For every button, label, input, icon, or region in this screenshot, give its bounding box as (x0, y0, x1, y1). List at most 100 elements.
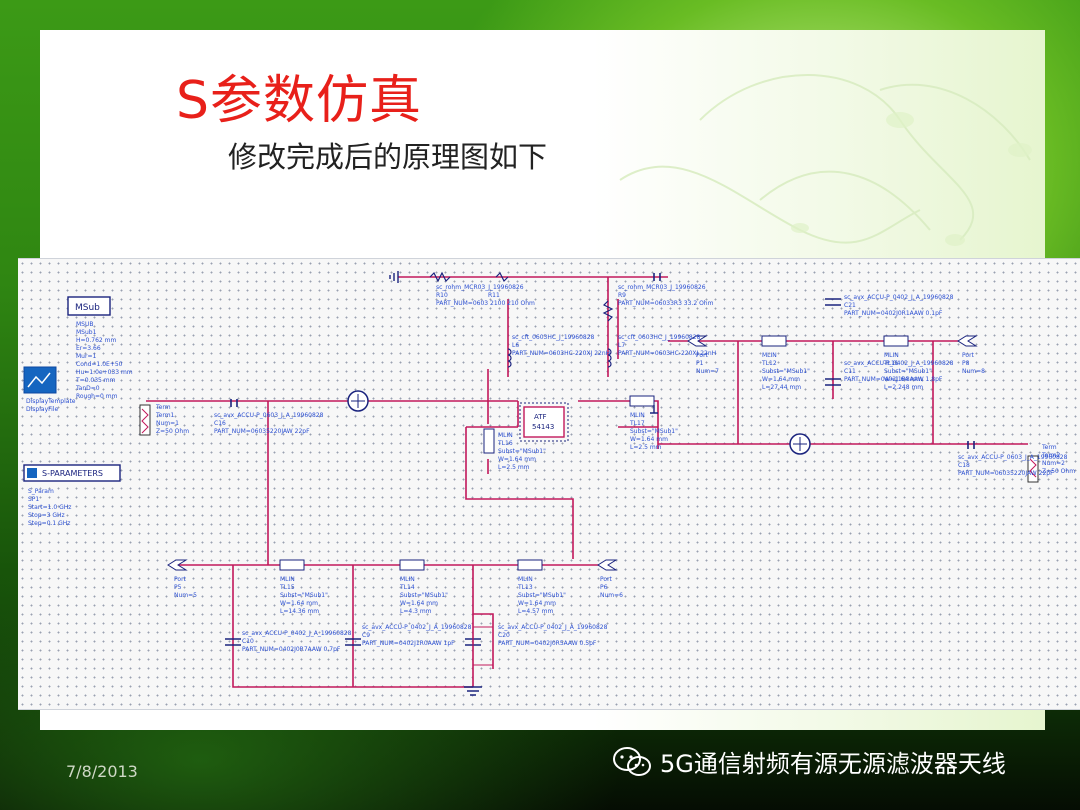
l6-line2: L6 (512, 342, 519, 349)
l6-line1: sc_cft_0603HC_J_19960828 (512, 334, 595, 341)
term1[interactable]: Term Term1 Num=1 Z=50 Ohm (139, 404, 189, 436)
resistor-r10[interactable]: sc_rohm_MCR03_J_19960826 R10 R11 PART_NU… (436, 284, 535, 307)
c16-line1: sc_avx_ACCU-P_0603_J_A_19960828 (214, 412, 324, 419)
capacitor-c9[interactable]: sc_avx_ACCU-P_0402_J_A_19960828 C9 PART_… (362, 624, 472, 647)
capacitor-c18[interactable]: sc_avx_ACCU-P_0603_J_A_19960828 C18 PART… (958, 454, 1068, 477)
tl13-line2: TL13 (517, 584, 533, 591)
resistor-r9[interactable]: sc_rohm_MCR03_J_19960826 R9 PART_NUM=060… (618, 284, 714, 307)
msub-line1: MSub1 (76, 329, 97, 336)
port-p8-line2: P8 (962, 360, 970, 367)
sparam-element-2[interactable] (789, 433, 811, 455)
r10-line1: sc_rohm_MCR03_J_19960826 (436, 284, 524, 291)
c21-line2: C21 (844, 302, 856, 309)
c21-line3: PART_NUM=0402J0R1AAW 0.1pF (844, 310, 943, 317)
tline-tl16[interactable]: MLIN TL16 Subst="MSub1" W=1.64 mm L=2.5 … (483, 428, 546, 471)
msub-line7: T=0.035 mm (75, 377, 116, 384)
tl12-line3: Subst="MSub1" (762, 368, 810, 375)
capacitor-c11[interactable]: sc_avx_ACCU-P_0402_J_A_19960828 C11 PART… (844, 360, 954, 383)
tline-tl11[interactable]: MLIN TL11 Subst="MSub1" W=1.64 mm L=2.24… (883, 335, 932, 391)
term1-line4: Z=50 Ohm (156, 428, 189, 435)
tl12-line5: L=27.44 mm (762, 384, 801, 391)
term2[interactable]: Term Term2 Num=2 Z=50 Ohm (1027, 444, 1075, 483)
c16-line2: C16 (214, 420, 226, 427)
tline-tl15[interactable]: MLIN TL15 Subst="MSub1" W=1.64 mm L=14.3… (279, 559, 328, 615)
c11-line2: C11 (844, 368, 856, 375)
tl15-line3: Subst="MSub1" (280, 592, 328, 599)
tline-tl14[interactable]: MLIN TL14 Subst="MSub1" W=1.64 mm L=4.3 … (399, 559, 448, 615)
c10-line2: C10 (242, 638, 254, 645)
term2-line4: Z=50 Ohm (1042, 468, 1075, 475)
c10-line1: sc_avx_ACCU-P_0402_J_A_19960828 (242, 630, 352, 637)
port-p8-line1: Port (962, 352, 975, 359)
slide-title: S参数仿真 (176, 71, 423, 131)
term2-line2: Term2 (1041, 452, 1061, 459)
r10-line3: R11 (488, 292, 500, 299)
msub-line2: H=0.762 mm (76, 337, 116, 344)
term2-line1: Term (1041, 444, 1057, 451)
tl11-line5: L=2.248 mm (884, 384, 923, 391)
r10-line2: R10 (436, 292, 448, 299)
inductor-l6[interactable]: sc_cft_0603HC_J_19960828 L6 PART_NUM=060… (512, 334, 610, 357)
sparams-line4: Step=0.1 GHz (28, 520, 70, 527)
l7-line1: sc_cft_0603HC_J_19960828 (618, 334, 701, 341)
display-template[interactable]: DisplayTemplate DisplayFile (23, 366, 76, 413)
port-p1-line2: P1 (696, 360, 704, 367)
tl16-line1: MLIN (498, 432, 513, 439)
c10-line3: PART_NUM=0402J0R7AAW 0.7pF (242, 646, 341, 653)
resistor-symbols (429, 271, 614, 322)
amp-line2: 54143 (532, 423, 554, 431)
tl14-line3: Subst="MSub1" (400, 592, 448, 599)
display-line1: DisplayTemplate (26, 398, 76, 405)
msub-line5: Cond=1.0E+50 (76, 361, 123, 368)
display-line2: DisplayFile (26, 406, 58, 413)
brand-text: 5G通信射频有源无源滤波器天线 (660, 750, 1006, 778)
sparam-element-1[interactable] (347, 390, 369, 412)
port-p1-line3: Num=7 (696, 368, 719, 375)
amplifier-atf[interactable]: ATF 54143 (519, 402, 569, 442)
l7-line2: L7 (618, 342, 625, 349)
msub-name: MSUB (76, 321, 94, 328)
tl11-line4: W=1.64 mm (884, 376, 922, 383)
tl11-line3: Subst="MSub1" (884, 368, 932, 375)
sparams-block[interactable]: S-PARAMETERS S_Param SP1 Start=1.0 GHz S… (23, 464, 121, 527)
tl16-line2: TL16 (497, 440, 513, 447)
tl13-line3: Subst="MSub1" (518, 592, 566, 599)
capacitor-c10[interactable]: sc_avx_ACCU-P_0402_J_A_19960828 C10 PART… (242, 630, 352, 653)
tl13-line5: L=4.57 mm (518, 608, 553, 615)
amp-line1: ATF (534, 413, 547, 421)
inductor-l7[interactable]: sc_cft_0603HC_J_19960828 L7 PART_NUM=060… (618, 334, 716, 357)
c20-line3: PART_NUM=0402J0R5AAW 0.5pF (498, 640, 597, 647)
port-p8[interactable]: Port P8 Num=8 (957, 335, 985, 375)
capacitor-symbols (225, 273, 975, 646)
r9-line2: R9 (618, 292, 626, 299)
port-p6-line1: Port (600, 576, 613, 583)
port-p5[interactable]: Port P5 Num=5 (167, 559, 197, 599)
r9-line3: PART_NUM=06033R3 33.2 Ohm (618, 300, 714, 307)
schematic-canvas[interactable]: MSub MSUB MSub1 H=0.762 mm Er=3.66 Mur=1… (18, 258, 1080, 710)
term2-line3: Num=2 (1042, 460, 1065, 467)
port-p5-line2: P5 (174, 584, 182, 591)
msub-block[interactable]: MSub MSUB MSub1 H=0.762 mm Er=3.66 Mur=1… (67, 296, 133, 400)
slide-subtitle: 修改完成后的原理图如下 (228, 140, 548, 174)
l7-line3: PART_NUM=0603HC-220XJ 22nH (618, 350, 716, 357)
tl15-line1: MLIN (280, 576, 295, 583)
capacitor-c16[interactable]: sc_avx_ACCU-P_0603_J_A_19960828 C16 PART… (214, 412, 324, 435)
capacitor-c21[interactable]: sc_avx_ACCU-P_0402_J_A_19960828 C21 PART… (844, 294, 954, 317)
c20-line1: sc_avx_ACCU-P_0402_J_A_19960828 (498, 624, 608, 631)
tl16-line3: Subst="MSub1" (498, 448, 546, 455)
port-p6[interactable]: Port P6 Num=6 (597, 559, 623, 599)
port-p5-line3: Num=5 (174, 592, 197, 599)
slide-date: 7/8/2013 (66, 762, 138, 781)
tline-tl13[interactable]: MLIN TL13 Subst="MSub1" W=1.64 mm L=4.57… (517, 559, 566, 615)
c18-line1: sc_avx_ACCU-P_0603_J_A_19960828 (958, 454, 1068, 461)
capacitor-c20[interactable]: sc_avx_ACCU-P_0402_J_A_19960828 C20 PART… (472, 624, 608, 666)
tl16-line4: W=1.64 mm (498, 456, 536, 463)
sparams-name: S_Param (28, 488, 54, 495)
tline-tl12[interactable]: MLIN TL12 Subst="MSub1" W=1.64 mm L=27.4… (761, 335, 810, 391)
msub-line6: Hu=1.0e+033 mm (76, 369, 133, 376)
schematic-diagram: MSub MSUB MSub1 H=0.762 mm Er=3.66 Mur=1… (23, 271, 1075, 696)
msub-line9: Rough=0 mm (76, 393, 118, 400)
sparams-line1: SP1 (28, 496, 39, 503)
tline-tl17[interactable]: MLIN TL17 Subst="MSub1" W=1.64 mm L=2.5 … (629, 395, 678, 451)
port-p1[interactable]: Port P1 Num=7 (687, 335, 719, 375)
